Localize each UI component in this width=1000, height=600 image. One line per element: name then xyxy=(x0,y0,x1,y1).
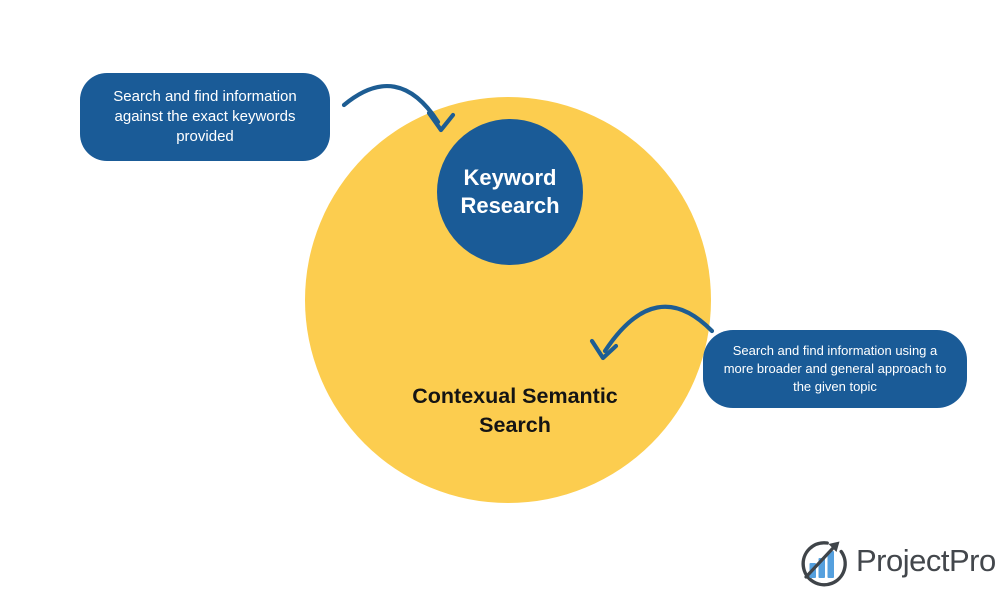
projectpro-logo-text: ProjectPro xyxy=(856,543,996,578)
keyword-research-circle: Keyword Research xyxy=(437,119,583,265)
left-callout-bubble: Search and find information against the … xyxy=(80,73,330,161)
keyword-research-label: Keyword Research xyxy=(460,165,560,218)
left-callout-text: Search and find information against the … xyxy=(113,88,297,145)
right-callout-bubble: Search and find information using a more… xyxy=(703,330,967,408)
right-callout-text: Search and find information using a more… xyxy=(723,343,947,394)
bar-chart-growth-arrow-icon xyxy=(801,541,847,587)
contextual-semantic-search-label: Contexual Semantic Search xyxy=(412,384,618,437)
projectpro-logo: ProjectPro xyxy=(796,534,996,588)
